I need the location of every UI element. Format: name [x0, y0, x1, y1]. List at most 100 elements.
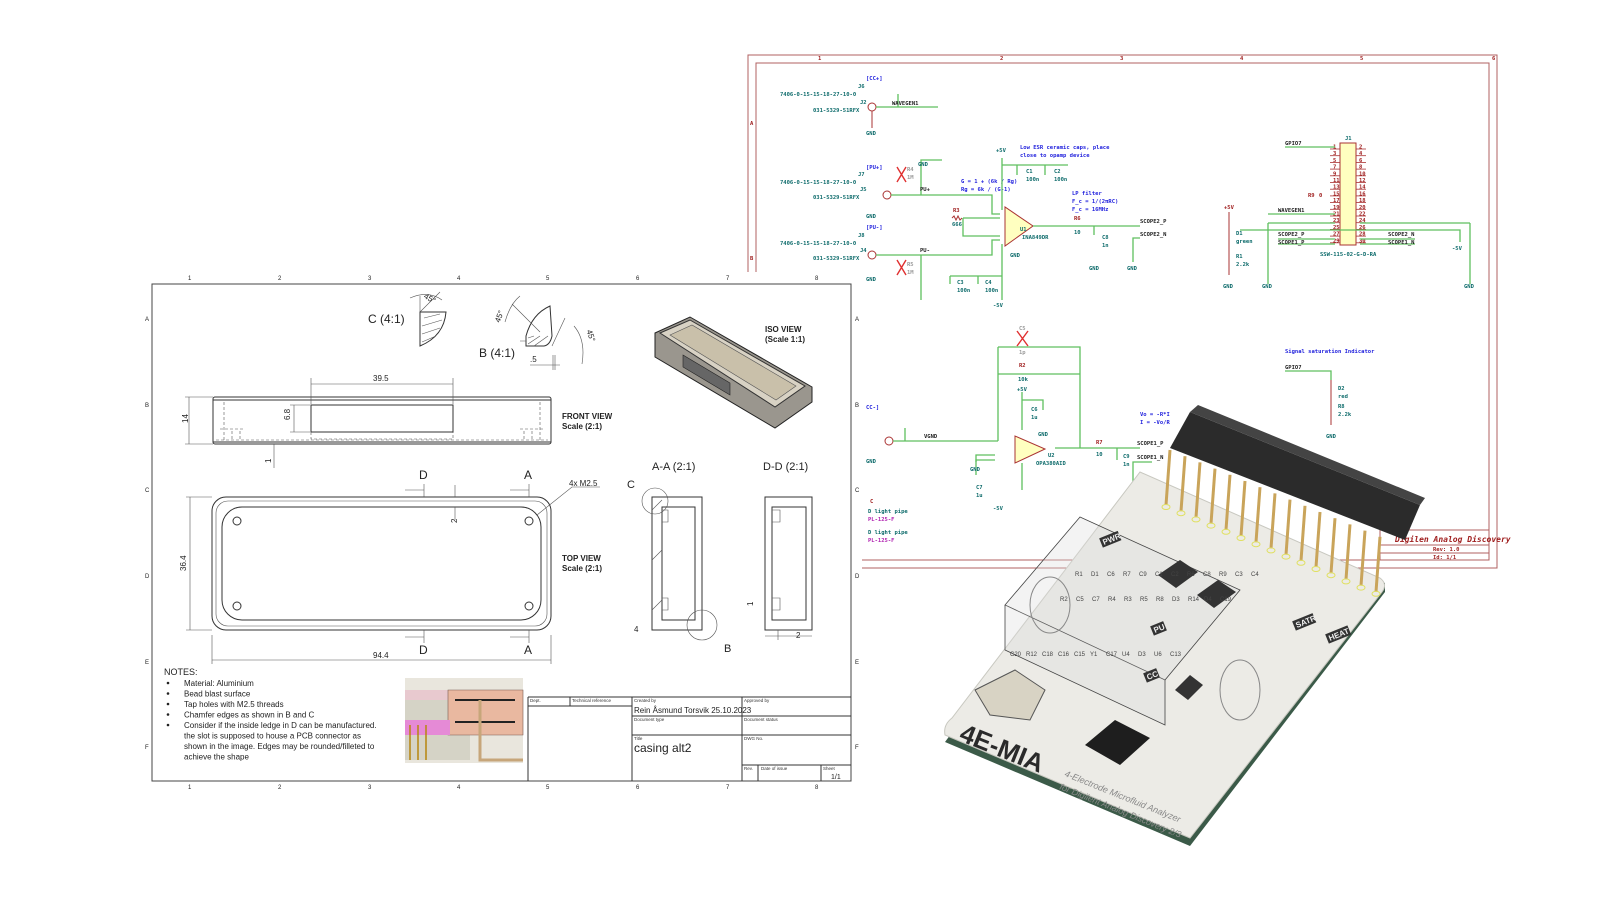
component-ref: C20 — [1010, 652, 1022, 658]
light-pipe-part: PL-125-F — [868, 517, 895, 523]
date-of-issue-label: Date of issue — [761, 766, 788, 771]
label-cc-plus: [CC+] — [866, 76, 883, 82]
part-j2: 031-5329-51RFX — [813, 108, 860, 114]
esr-note: Low ESR ceramic caps, place — [1020, 145, 1110, 151]
pin-number: 12 — [1359, 178, 1366, 184]
val-c4: 100n — [985, 288, 998, 294]
dim-14: 14 — [181, 414, 190, 423]
plus5v-label: +5V — [1017, 387, 1028, 393]
grid-row-label: E — [145, 660, 149, 666]
component-ref: R7 — [1123, 572, 1131, 578]
component-ref: R4 — [1108, 597, 1116, 603]
header-pin — [1254, 487, 1262, 543]
row-label: B — [750, 256, 754, 262]
note-line: Material: Aluminium — [184, 679, 254, 688]
drawing-title: casing alt2 — [634, 741, 692, 755]
dim-1: 1 — [746, 601, 755, 606]
note-line: Consider if the inside ledge in D can be… — [184, 721, 377, 730]
tech-ref-label: Technical reference — [572, 698, 612, 703]
plus5v-label: +5V — [996, 148, 1007, 154]
row-label: C — [870, 499, 873, 505]
grid-column-label: 4 — [457, 785, 461, 791]
net-scope2-p: SCOPE2_P — [1140, 219, 1167, 225]
iso-view: ISO VIEW (Scale 1:1) — [654, 316, 813, 429]
silk-cc: CC — [1145, 669, 1159, 682]
net-scope2-n: SCOPE2_N — [1140, 232, 1167, 238]
schematic-title-block: Digilen Analog Discovery Rev: 1.0 Id: 1/… — [1379, 529, 1511, 561]
grid-row-label: C — [145, 488, 150, 494]
part-j1: SSW-115-02-G-D-RA — [1320, 252, 1377, 258]
gnd-label: GND — [866, 459, 877, 465]
component-ref: C4 — [1251, 572, 1259, 578]
dim-2: 2 — [796, 631, 801, 640]
component-ref: R1 — [1075, 572, 1083, 578]
grid-column-label: 5 — [546, 276, 550, 282]
header-pin — [1314, 511, 1322, 568]
pin-number: 9 — [1333, 171, 1336, 177]
val-r5: 1M — [907, 270, 914, 276]
gnd-label: GND — [866, 214, 877, 220]
pin-number: 30 — [1359, 238, 1366, 244]
component-ref: R12 — [1026, 652, 1038, 658]
pin-number: 23 — [1333, 218, 1340, 224]
header-pin — [1329, 518, 1337, 574]
header-pin — [1284, 499, 1292, 555]
dim-4: 4 — [634, 625, 639, 634]
ref-j8: J8 — [858, 233, 865, 239]
mcu-chip — [1085, 720, 1150, 765]
net-gpio7: GPIO7 — [1285, 141, 1302, 147]
vo-note: Vo = -R*I — [1140, 412, 1170, 418]
lp-note: LP filter — [1072, 191, 1102, 197]
grid-column-label: 7 — [726, 276, 730, 282]
pin-number: 26 — [1359, 225, 1366, 231]
ref-j1: J1 — [1345, 136, 1352, 142]
col-label: 4 — [1240, 56, 1244, 62]
component-ref: C15 — [1074, 652, 1086, 658]
note-line: Chamfer edges as shown in B and C — [184, 711, 315, 720]
val-c2: 100n — [1054, 177, 1067, 183]
header-pin — [1359, 530, 1367, 586]
pin-number: 18 — [1359, 198, 1366, 204]
component-ref: R3 — [1124, 597, 1132, 603]
sat-note: Signal saturation Indicator — [1285, 349, 1375, 355]
component-ref: R2 — [1060, 597, 1068, 603]
gnd-label: GND — [1089, 266, 1100, 272]
opamp-u1-symbol — [1004, 206, 1034, 247]
gnd-label: GND — [1262, 284, 1273, 290]
ref-c1: C1 — [1026, 169, 1033, 175]
val-r9: 0 — [1319, 193, 1322, 199]
part-u1: INA849DR — [1022, 235, 1049, 241]
created-by-label: Created by — [634, 698, 657, 703]
val-c7: 1u — [976, 493, 983, 499]
ref-c4: C4 — [985, 280, 992, 286]
grid-column-label: 8 — [815, 785, 819, 791]
val-r4: 1M — [907, 175, 914, 181]
grid-row-label: C — [855, 488, 860, 494]
section-d-marker: D — [419, 468, 428, 482]
gnd-label: GND — [866, 131, 877, 137]
pin-number: 21 — [1333, 212, 1340, 218]
label-pu-plus: [PU+] — [866, 165, 883, 171]
ref-j5: J5 — [860, 187, 867, 193]
ref-c3: C3 — [957, 280, 964, 286]
pin-number: 27 — [1333, 232, 1340, 238]
silk-pu: PU — [1152, 622, 1166, 635]
note-line: Bead blast surface — [184, 690, 251, 699]
pu-connectors: [PU+] J7 7406-0-15-15-18-27-10-0 J5 031-… — [780, 159, 1000, 300]
ref-j7: J7 — [858, 172, 865, 178]
saturation-indicator: Signal saturation Indicator GPIO7 D2 red… — [1285, 349, 1375, 440]
ref-c5: C5 — [1019, 326, 1026, 332]
header-pin — [1164, 449, 1172, 506]
pin-number: 4 — [1359, 151, 1363, 157]
label-pu-minus: [PU-] — [866, 225, 883, 231]
gnd-label: GND — [1326, 434, 1337, 440]
pin-number: 15 — [1333, 191, 1340, 197]
grid-row-label: D — [145, 574, 150, 580]
front-view-label: FRONT VIEW — [562, 412, 613, 421]
part-j7: 7406-0-15-15-18-27-10-0 — [780, 180, 856, 186]
grid-row-label: F — [855, 745, 859, 751]
component-ref: D4 — [1204, 597, 1212, 603]
part-j6: 7406-0-15-15-18-27-10-0 — [780, 92, 856, 98]
